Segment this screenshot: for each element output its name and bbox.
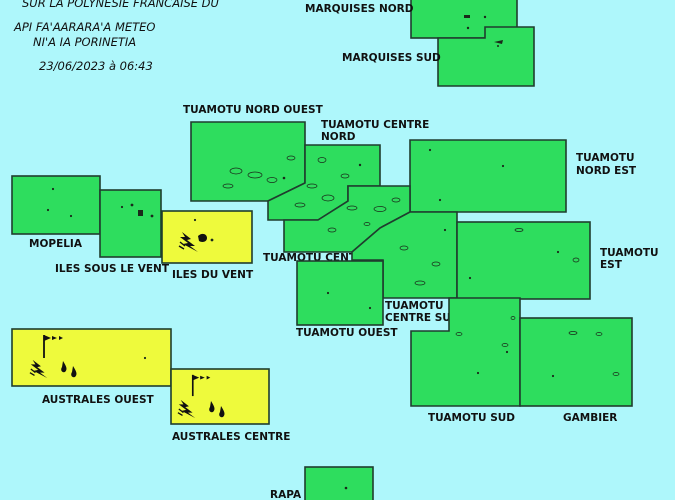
zone-tuamotu-est[interactable]: [456, 221, 591, 300]
header-line-1: SUR LA POLYNESIE FRANCAISE DU: [22, 0, 220, 10]
label-rapa: RAPA: [270, 489, 302, 500]
zone-iles-sous-le-vent[interactable]: [99, 189, 162, 258]
label-iles-sous-le-vent: ILES SOUS LE VENT: [55, 263, 170, 275]
label-tuamotu-centre-sud-1: TUAMOTU: [385, 300, 444, 312]
label-tuamotu-ouest: TUAMOTU OUEST: [296, 327, 398, 339]
label-tuamotu-centre-nord-1: TUAMOTU CENTRE: [321, 119, 429, 131]
label-australes-ouest: AUSTRALES OUEST: [42, 394, 155, 406]
zone-marquises-sud[interactable]: [437, 26, 535, 87]
zone-australes-ouest[interactable]: [11, 328, 172, 387]
zone-gambier[interactable]: [519, 317, 633, 407]
label-tuamotu-est-2: EST: [600, 259, 623, 271]
label-mopelia: MOPELIA: [29, 238, 83, 250]
zone-mopelia[interactable]: [11, 175, 101, 235]
bulletin-header: SUR LA POLYNESIE FRANCAISE DU API FA'AAR…: [13, 0, 220, 73]
label-marquises-nord: MARQUISES NORD: [305, 3, 414, 15]
label-tuamotu-nord-est-2: NORD EST: [576, 165, 637, 177]
zone-tuamotu-centre[interactable]: [283, 185, 411, 253]
zone-tuamotu-nord-ouest[interactable]: [190, 121, 306, 202]
label-tuamotu-centre-nord-2: NORD: [321, 131, 356, 143]
header-date: 23/06/2023 à 06:43: [39, 59, 153, 73]
label-tuamotu-est-1: TUAMOTU: [600, 247, 659, 259]
label-marquises-sud: MARQUISES SUD: [342, 52, 441, 64]
header-line-2: API FA'AARARA'A METEO: [13, 20, 155, 34]
zone-australes-centre[interactable]: [170, 368, 270, 425]
label-australes-centre: AUSTRALES CENTRE: [172, 431, 290, 443]
label-tuamotu-nord-ouest: TUAMOTU NORD OUEST: [183, 104, 324, 116]
zone-tuamotu-sud[interactable]: [410, 297, 521, 407]
rain-icon: [198, 233, 207, 242]
zone-tuamotu-ouest[interactable]: [296, 260, 384, 326]
label-gambier: GAMBIER: [563, 412, 617, 424]
zone-iles-du-vent[interactable]: [161, 210, 253, 264]
label-tuamotu-sud: TUAMOTU SUD: [428, 412, 515, 424]
zone-tuamotu-nord-est[interactable]: [409, 139, 567, 213]
header-line-3: NI'A IA PORINETIA: [33, 35, 136, 49]
zone-rapa[interactable]: [304, 466, 374, 500]
label-tuamotu-centre-sud-2: CENTRE SUD: [385, 312, 460, 324]
zone-marquises-nord[interactable]: [410, 0, 518, 39]
label-iles-du-vent: ILES DU VENT: [172, 269, 254, 281]
label-tuamotu-nord-est-1: TUAMOTU: [576, 152, 635, 164]
